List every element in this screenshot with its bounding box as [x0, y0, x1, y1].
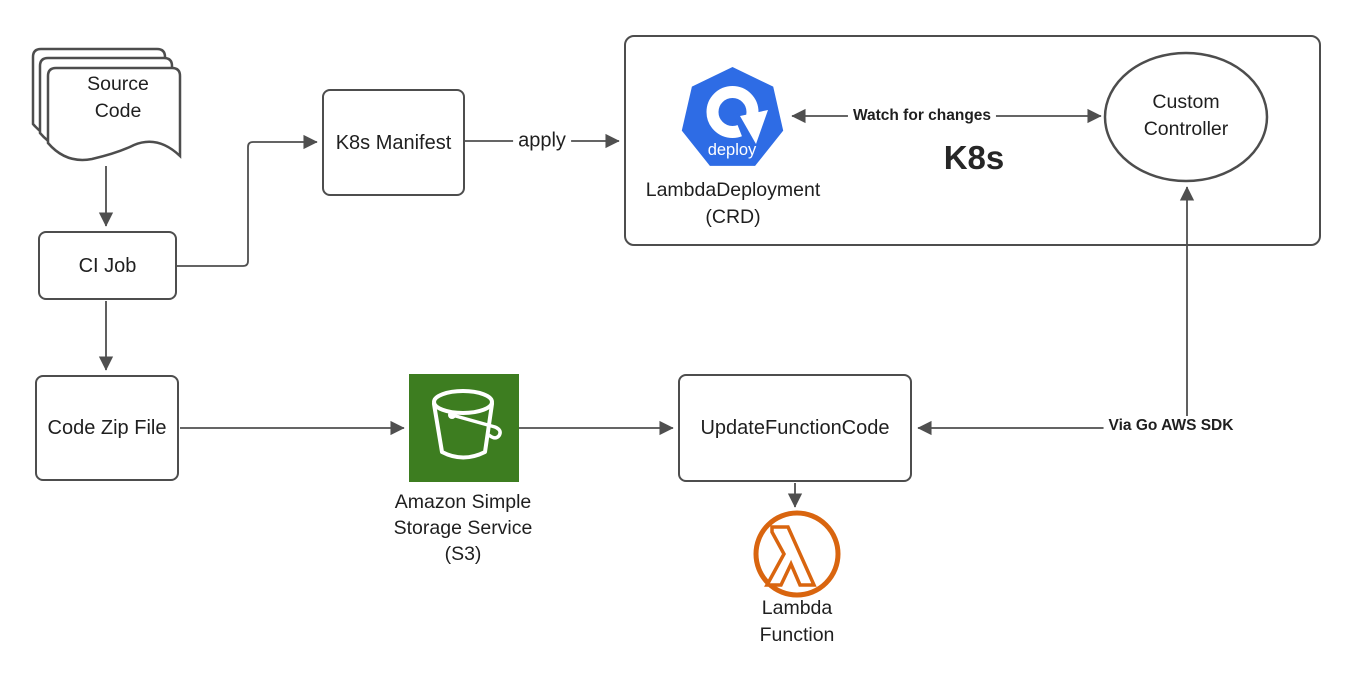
- ci-job-label: CI Job: [78, 254, 137, 277]
- watch-for-changes-edge-label: Watch for changes: [847, 106, 997, 126]
- apply-edge-label: apply: [513, 128, 571, 154]
- s3-label: Amazon Simple Storage Service (S3): [393, 491, 533, 565]
- k8s-container-label: K8s: [943, 139, 1005, 176]
- s3-bucket-icon: [409, 374, 519, 482]
- code-zip-file-label: Code Zip File: [47, 417, 167, 439]
- source-code-label: Source Code: [87, 73, 149, 122]
- via-go-aws-sdk-edge-label: Via Go AWS SDK: [1103, 416, 1239, 436]
- lambda-function-label: Lambda Function: [759, 597, 835, 646]
- arrow-cijob-to-manifest: [177, 134, 318, 267]
- code-zip-file-node: Code Zip File: [35, 375, 179, 481]
- update-function-code-node: UpdateFunctionCode: [678, 374, 912, 482]
- k8s-manifest-node: K8s Manifest: [322, 89, 465, 196]
- deploy-icon-label: deploy: [707, 141, 757, 159]
- lambda-function-icon: [753, 510, 841, 598]
- update-function-code-label: UpdateFunctionCode: [700, 417, 890, 439]
- custom-controller-label: Custom Controller: [1143, 91, 1229, 140]
- ci-job-node: CI Job: [38, 231, 177, 300]
- k8s-manifest-label: K8s Manifest: [335, 131, 452, 154]
- lambda-deployment-crd-label: LambdaDeployment (CRD): [645, 179, 821, 228]
